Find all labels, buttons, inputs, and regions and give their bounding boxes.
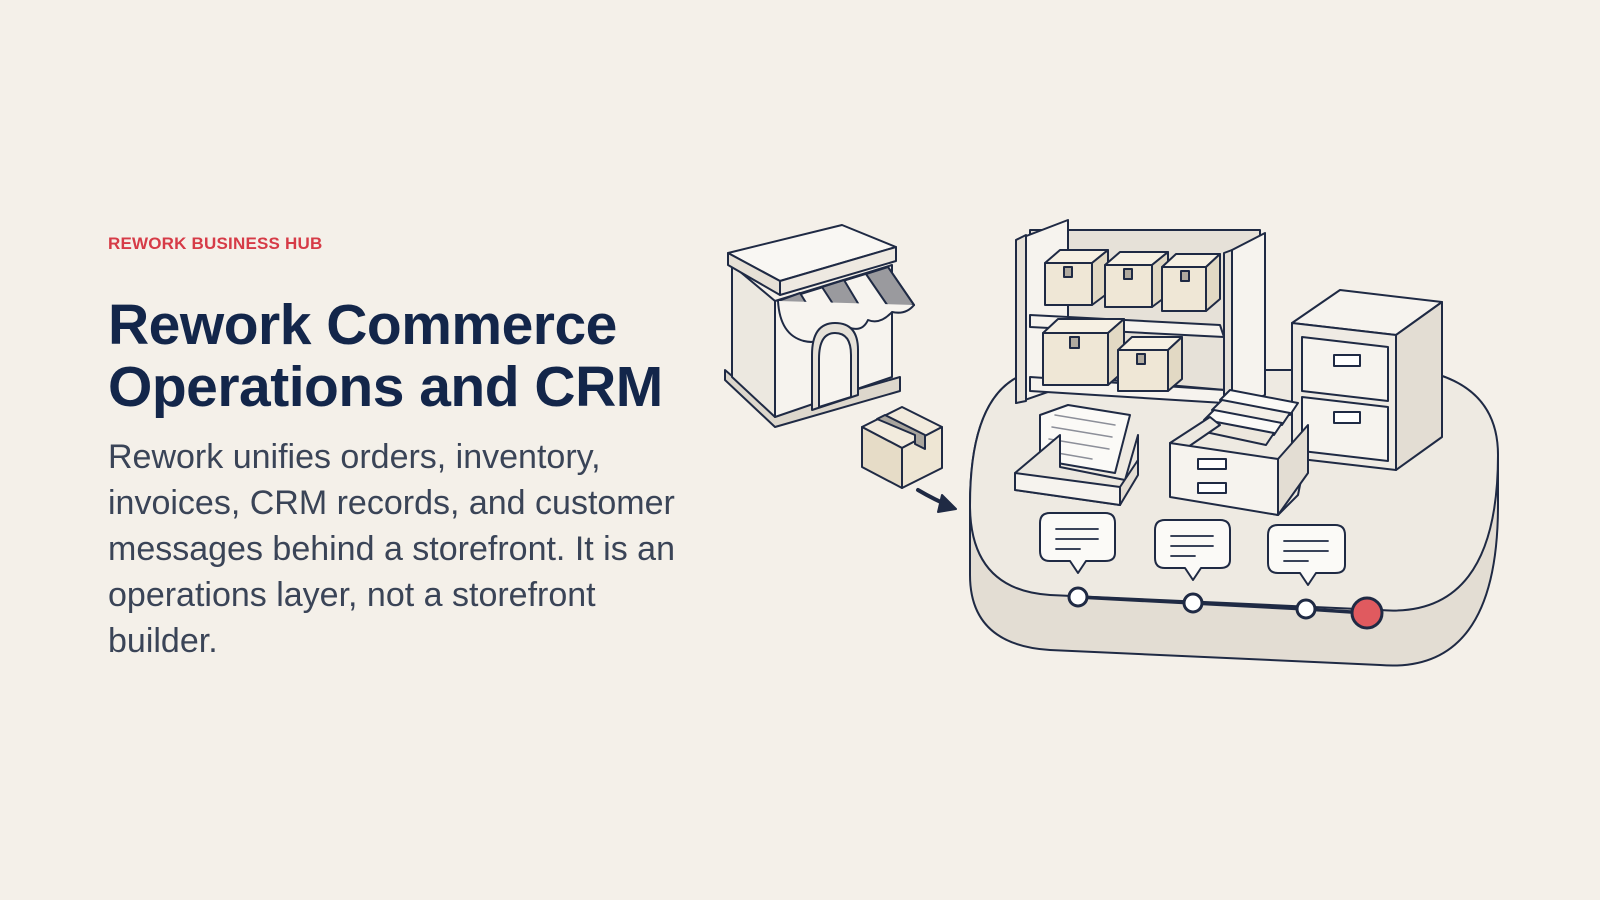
illustration-canvas	[724, 219, 1499, 667]
hero-text: REWORK BUSINESS HUB Rework Commerce Oper…	[108, 234, 718, 664]
arrow-icon	[916, 488, 957, 513]
filing-cabinet-icon	[1291, 289, 1443, 471]
document-tray-icon	[1014, 404, 1139, 506]
timeline-icon	[1067, 586, 1384, 630]
title-line-1: Rework Commerce	[108, 293, 617, 357]
package-box-icon	[861, 406, 943, 489]
eyebrow-label: REWORK BUSINESS HUB	[108, 234, 323, 253]
message-bubble-icon	[1039, 512, 1346, 586]
card-file-drawer-icon	[1169, 389, 1309, 516]
shelving-unit-icon	[1015, 219, 1266, 411]
title-line-2: Operations and CRM	[108, 355, 663, 419]
storefront-icon	[724, 224, 915, 428]
operations-illustration	[720, 205, 1520, 685]
hero-description: Rework unifies orders, inventory, invoic…	[108, 438, 675, 660]
page-title: Rework Commerce Operations and CRM	[108, 294, 718, 418]
